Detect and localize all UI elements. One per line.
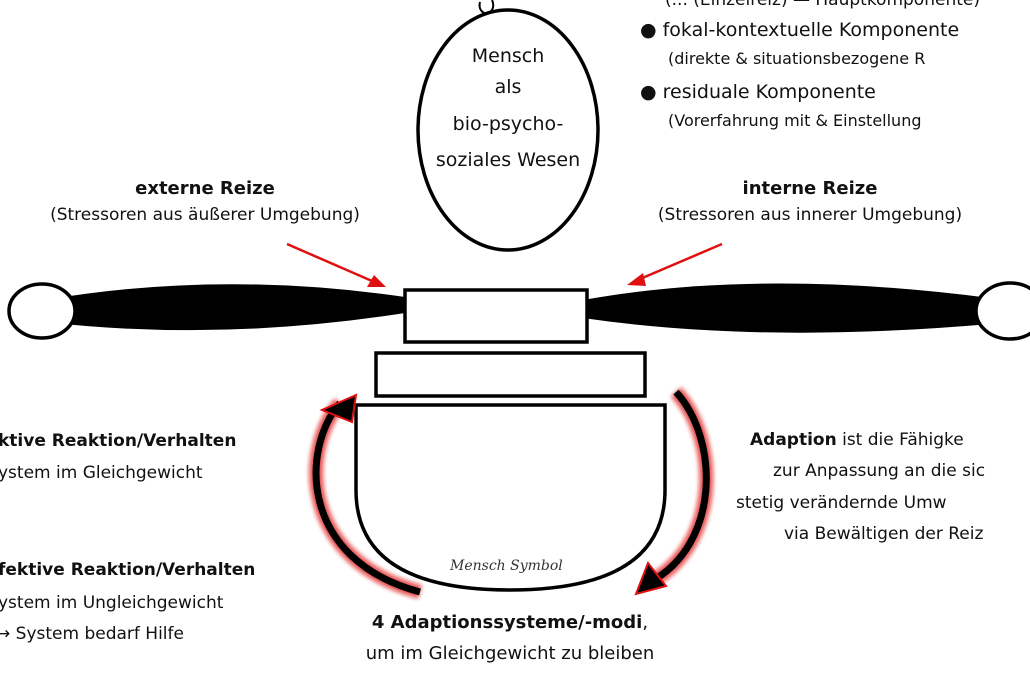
left-cycle-arrow [309, 393, 422, 599]
head-line-4: soziales Wesen [435, 149, 581, 171]
head-oval [416, 8, 600, 252]
top-right-item-1-sub: (direkte & situationsbezogene R [668, 49, 926, 68]
external-subtitle: (Stressoren aus äußerer Umgebung) [50, 205, 360, 225]
bottom-subtitle: um im Gleichgewicht zu bleiben [365, 643, 655, 664]
shoulder-box [403, 288, 589, 344]
bottom-title-line: 4 Adaptionssysteme/-modi, [300, 614, 720, 632]
symbol-label: Mensch Symbol [450, 558, 563, 574]
effective-reaction-sub: ystem im Gleichgewicht [0, 463, 203, 483]
ineffective-reaction-title: fektive Reaktion/Verhalten [0, 560, 256, 580]
external-arrow [286, 242, 386, 287]
right-arm [577, 281, 1030, 341]
internal-subtitle: (Stressoren aus innerer Umgebung) [657, 205, 963, 225]
adaption-line-2: zur Anpassung an die sic [773, 461, 986, 481]
ineffective-reaction-sub: ystem im Ungleichgewicht [0, 593, 224, 613]
external-title: externe Reize [135, 178, 275, 199]
adaption-line-1-rest: ist die Fähigke [836, 430, 964, 450]
adaption-line-4: via Bewältigen der Reiz [784, 524, 984, 544]
bottom-title: 4 Adaptionssysteme/-modi [371, 612, 643, 633]
top-right-item-2-sub: (Vorerfahrung mit & Einstellung [668, 111, 922, 130]
left-arm [7, 282, 405, 340]
ineffective-reaction-sub-2: → System bedarf Hilfe [0, 624, 184, 644]
chest-box [374, 351, 647, 398]
top-right-item-1: ● fokal-kontextuelle Komponente [640, 19, 960, 41]
effective-reaction-title: ktive Reaktion/Verhalten [0, 431, 237, 451]
internal-title: interne Reize [742, 178, 878, 199]
head-line-2: als [494, 76, 522, 98]
top-right-item-2: ● residuale Komponente [640, 81, 876, 103]
internal-arrow [627, 242, 723, 286]
adaption-line-3: stetig verändernde Umw [736, 493, 947, 513]
head-line-1: Mensch [471, 45, 545, 67]
head-line-3: bio-psycho- [452, 113, 564, 135]
adaption-line-1: Adaption ist die Fähigke [750, 432, 964, 449]
bottom-title-suffix: , [642, 612, 649, 633]
adaption-word: Adaption [750, 430, 837, 450]
top-right-partial-line: (... (Einzelreiz) — Hauptkomponente) [665, 0, 980, 10]
body-bowl [354, 403, 667, 592]
right-cycle-arrow [634, 387, 714, 596]
